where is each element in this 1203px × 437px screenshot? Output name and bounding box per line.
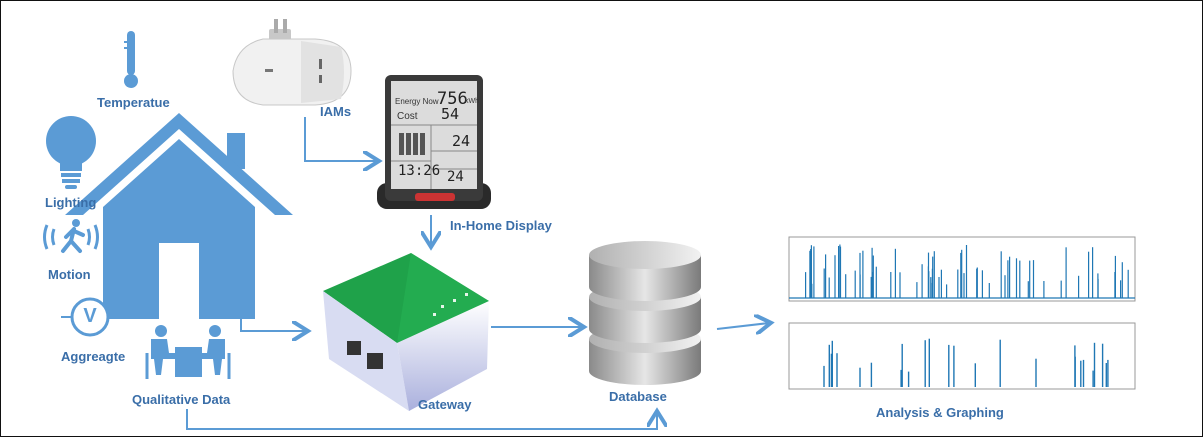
display-time: 13:26 [398, 163, 441, 179]
lightbulb-icon [46, 116, 96, 189]
plug-iam-icon [232, 19, 352, 106]
in-home-display-device [377, 75, 491, 209]
database-icon [589, 241, 701, 385]
qualitative-data-label: Qualitative Data [132, 392, 231, 407]
display-row1-label: Energy Now [395, 97, 439, 106]
analysis-label: Analysis & Graphing [876, 405, 1004, 420]
display-row2-label: Cost [397, 111, 418, 122]
connector-arrows [186, 117, 769, 430]
analysis-chart-bottom [788, 322, 1136, 390]
motion-label: Motion [48, 267, 91, 282]
lighting-label: Lighting [45, 195, 97, 210]
iams-label: IAMs [320, 104, 352, 119]
aggregate-label: Aggreagte [61, 349, 126, 364]
gateway-device [323, 253, 489, 411]
thermometer-icon [124, 31, 138, 88]
motion-sensor-icon [43, 219, 99, 253]
display-val-b: 24 [447, 169, 464, 185]
display-row1-value: 756 [437, 89, 468, 109]
aggregate-meter-icon [61, 297, 119, 337]
gateway-label: Gateway [418, 397, 472, 412]
display-row2-value: 54 [441, 105, 460, 123]
aggregate-symbol: V [83, 305, 97, 327]
in-home-display-label: In-Home Display [450, 218, 552, 233]
analysis-chart-top [788, 236, 1136, 302]
display-val-a: 24 [452, 132, 471, 150]
display-row1-unit: kWh [465, 98, 479, 105]
database-label: Database [609, 389, 667, 404]
house-icon [65, 113, 293, 319]
meeting-icon [145, 325, 231, 379]
temperature-label: Temperatue [97, 95, 170, 110]
